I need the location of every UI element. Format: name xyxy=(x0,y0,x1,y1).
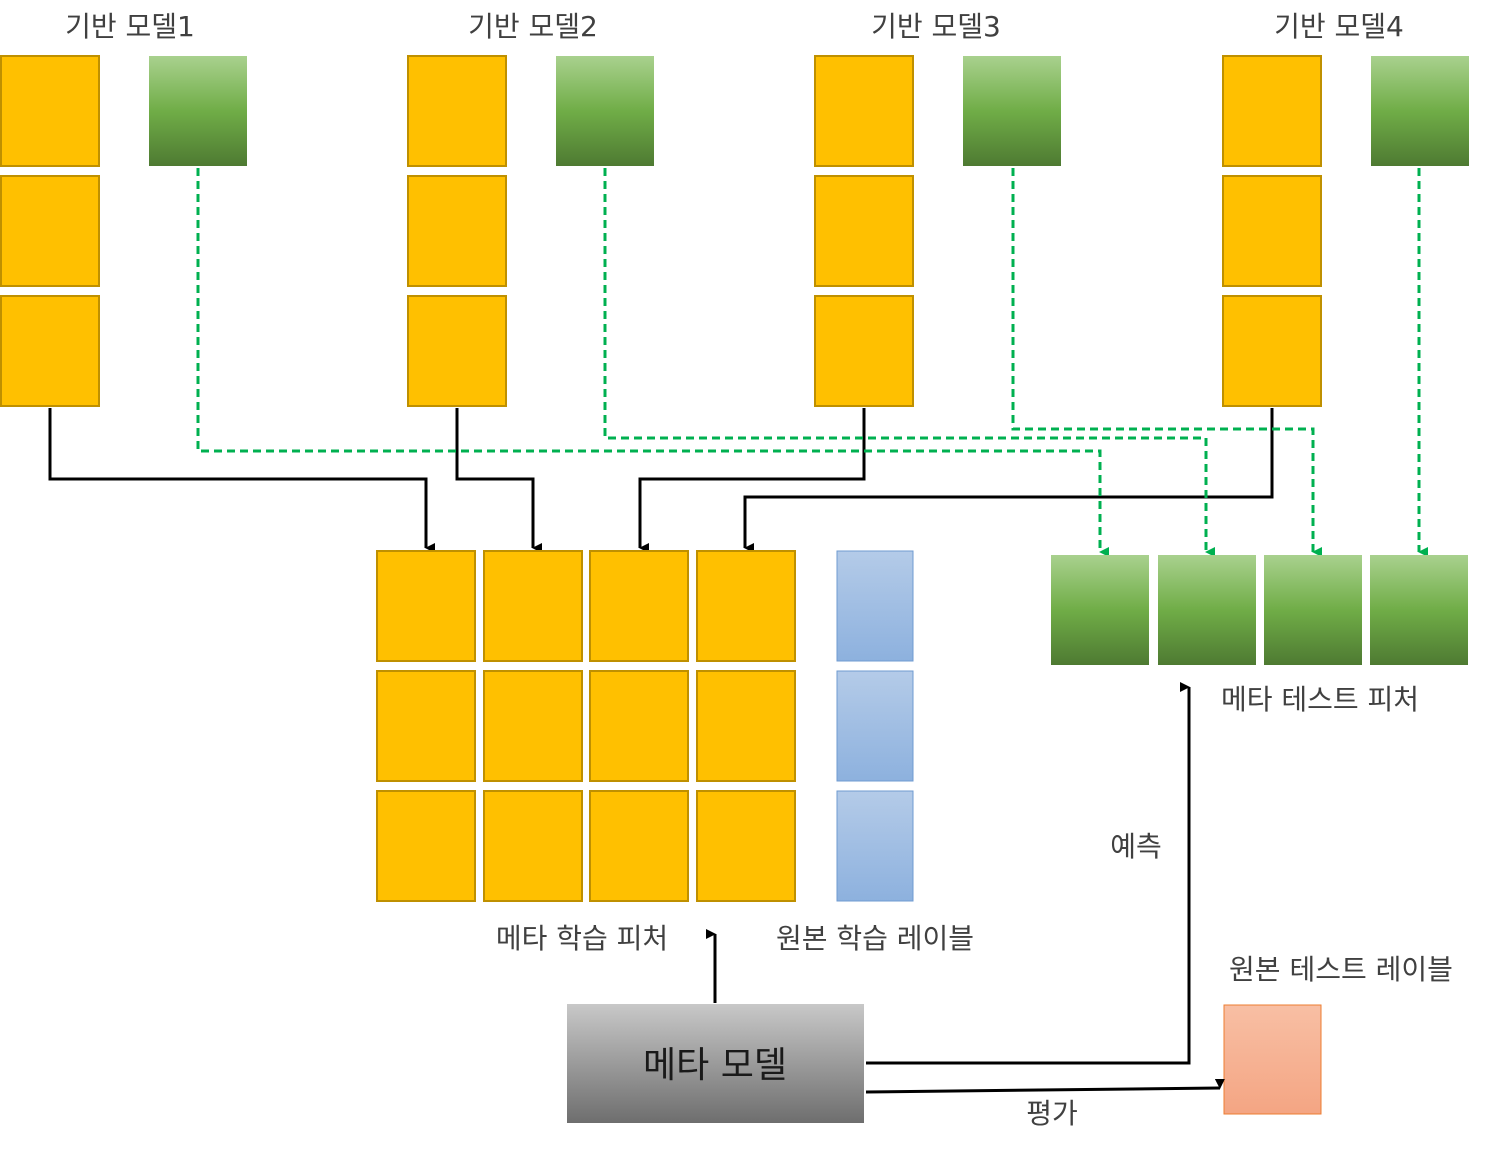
meta-train-feature-cell xyxy=(376,550,476,662)
base-model-4 xyxy=(1222,55,1469,407)
base-model-2 xyxy=(407,55,654,407)
connector-model2-to-train-col2 xyxy=(455,408,542,553)
original-train-labels-column xyxy=(836,550,914,902)
base-model-1-fold-prediction-block xyxy=(0,175,100,287)
test-feature-connectors xyxy=(196,168,1428,557)
base-model-1 xyxy=(0,55,247,407)
base-model-3-fold-prediction-block xyxy=(814,55,914,167)
base-model-2-label: 기반 모델2 xyxy=(468,10,598,43)
base-model-2-fold-prediction-block xyxy=(407,295,507,407)
connector-model2-to-test-col2 xyxy=(603,168,1215,557)
base-model-3-fold-prediction-block xyxy=(814,295,914,407)
connector-model3-to-test-col3 xyxy=(1011,168,1322,557)
meta-test-features-label: 메타 테스트 피처 xyxy=(1221,683,1419,716)
meta-train-feature-cell xyxy=(376,670,476,782)
base-model-1-fold-prediction-block xyxy=(0,295,100,407)
meta-train-feature-cell xyxy=(589,550,689,662)
original-train-labels-label: 원본 학습 레이블 xyxy=(776,922,974,955)
base-model-3-test-prediction-block xyxy=(963,56,1061,166)
meta-model-box xyxy=(567,1004,864,1123)
meta-train-feature-cell xyxy=(696,550,796,662)
base-model-2-fold-prediction-block xyxy=(407,55,507,167)
meta-train-feature-cell xyxy=(483,550,583,662)
meta-test-feature-cell xyxy=(1370,555,1468,665)
meta-model-label: 메타 모델 xyxy=(643,1045,787,1086)
base-model-4-fold-prediction-block xyxy=(1222,295,1322,407)
meta-test-feature-cell xyxy=(1264,555,1362,665)
meta-test-feature-cell xyxy=(1051,555,1149,665)
meta-model-connectors xyxy=(706,682,1225,1094)
connector-model1-to-train-col1 xyxy=(48,408,435,553)
base-model-4-fold-prediction-block xyxy=(1222,175,1322,287)
train-feature-connectors xyxy=(48,408,1274,553)
connector-meta-model-predict xyxy=(866,682,1191,1065)
base-model-1-test-prediction-block xyxy=(149,56,247,166)
meta-train-feature-cell xyxy=(589,790,689,902)
meta-train-feature-cell xyxy=(483,670,583,782)
base-model-2-test-prediction-block xyxy=(556,56,654,166)
connector-meta-model-evaluate xyxy=(865,1078,1225,1094)
meta-train-feature-cell xyxy=(483,790,583,902)
meta-train-feature-cell xyxy=(696,790,796,902)
original-train-label-cell xyxy=(836,550,914,662)
base-model-4-test-prediction-block xyxy=(1371,56,1469,166)
base-model-4-fold-prediction-block xyxy=(1222,55,1322,167)
meta-train-feature-cell xyxy=(589,670,689,782)
original-train-label-cell xyxy=(836,670,914,782)
predict-edge-label: 예측 xyxy=(1110,830,1162,863)
meta-model: 메타 모델 xyxy=(567,1004,864,1123)
meta-test-feature-cell xyxy=(1158,555,1256,665)
meta-test-features-row xyxy=(1051,555,1468,665)
original-test-label-block xyxy=(1223,1004,1322,1115)
base-model-3-label: 기반 모델3 xyxy=(871,10,1001,43)
evaluate-edge-label: 평가 xyxy=(1026,1097,1078,1130)
base-model-4-label: 기반 모델4 xyxy=(1274,10,1404,43)
base-model-2-fold-prediction-block xyxy=(407,175,507,287)
base-model-3 xyxy=(814,55,1061,407)
meta-train-features-label: 메타 학습 피처 xyxy=(496,922,668,955)
base-model-1-label: 기반 모델1 xyxy=(65,10,195,43)
connector-model4-to-train-col4 xyxy=(743,408,1274,553)
connector-model3-to-train-col3 xyxy=(638,408,866,553)
base-model-3-fold-prediction-block xyxy=(814,175,914,287)
original-train-label-cell xyxy=(836,790,914,902)
connector-model1-to-test-col1 xyxy=(196,168,1109,557)
meta-train-features-grid xyxy=(376,550,796,902)
base-model-1-fold-prediction-block xyxy=(0,55,100,167)
original-test-labels-label: 원본 테스트 레이블 xyxy=(1229,953,1453,986)
meta-train-feature-cell xyxy=(696,670,796,782)
meta-train-feature-cell xyxy=(376,790,476,902)
